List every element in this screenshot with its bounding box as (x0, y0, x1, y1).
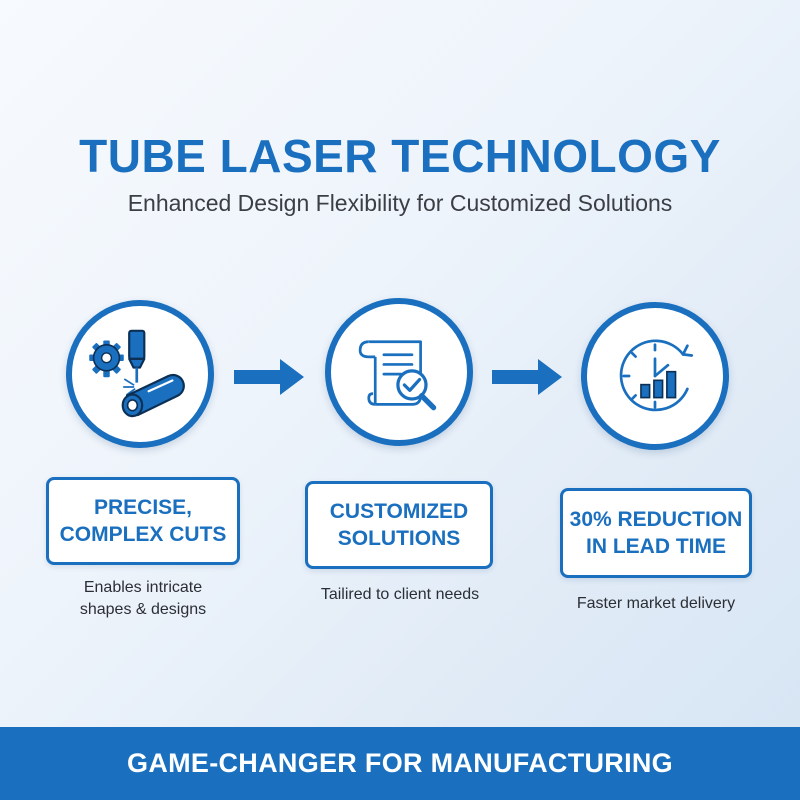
arrow-1 (234, 357, 306, 397)
step-3-caption: Faster market delivery (550, 593, 762, 615)
step-1-caption: Enables intricate shapes & designs (46, 577, 240, 621)
document-search-icon (358, 340, 437, 411)
step-1-caption-line-2: shapes & designs (79, 601, 207, 618)
step-3-caption-line-1: Faster market delivery (576, 595, 736, 612)
step-3-heading-line-2: IN LEAD TIME (586, 535, 726, 558)
step-2-heading-line-2: SOLUTIONS (337, 527, 461, 550)
footer-text: GAME-CHANGER FOR MANUFACTURING (127, 748, 673, 778)
page-subtitle: Enhanced Design Flexibility for Customiz… (127, 190, 673, 216)
step-1-caption-line-1: Enables intricate (83, 579, 203, 596)
step-2-caption: Tailired to client needs (290, 584, 510, 606)
step-1-icon-circle (66, 300, 214, 448)
page-title: TUBE LASER TECHNOLOGY (79, 130, 721, 182)
step-3-heading-line-1: 30% REDUCTION (569, 508, 743, 531)
step-1-heading-line-1: PRECISE, (93, 496, 193, 519)
arrow-2 (492, 357, 564, 397)
step-2-caption-line-1: Tailired to client needs (320, 586, 480, 603)
step-3-icon-circle (581, 302, 729, 450)
step-2-icon-circle (325, 298, 473, 446)
step-3-heading-card: 30% REDUCTION IN LEAD TIME (560, 488, 752, 578)
step-2-heading-line-1: CUSTOMIZED (329, 500, 469, 523)
arrow-right-icon (492, 359, 562, 395)
laser-cutting-tube-icon (89, 329, 185, 418)
step-1-heading-card: PRECISE, COMPLEX CUTS (46, 477, 240, 565)
clock-chart-icon (619, 339, 694, 412)
footer-banner: GAME-CHANGER FOR MANUFACTURING (0, 727, 800, 800)
step-1-heading-line-2: COMPLEX CUTS (59, 523, 227, 546)
arrow-right-icon (234, 359, 304, 395)
step-2-heading-card: CUSTOMIZED SOLUTIONS (305, 481, 493, 569)
